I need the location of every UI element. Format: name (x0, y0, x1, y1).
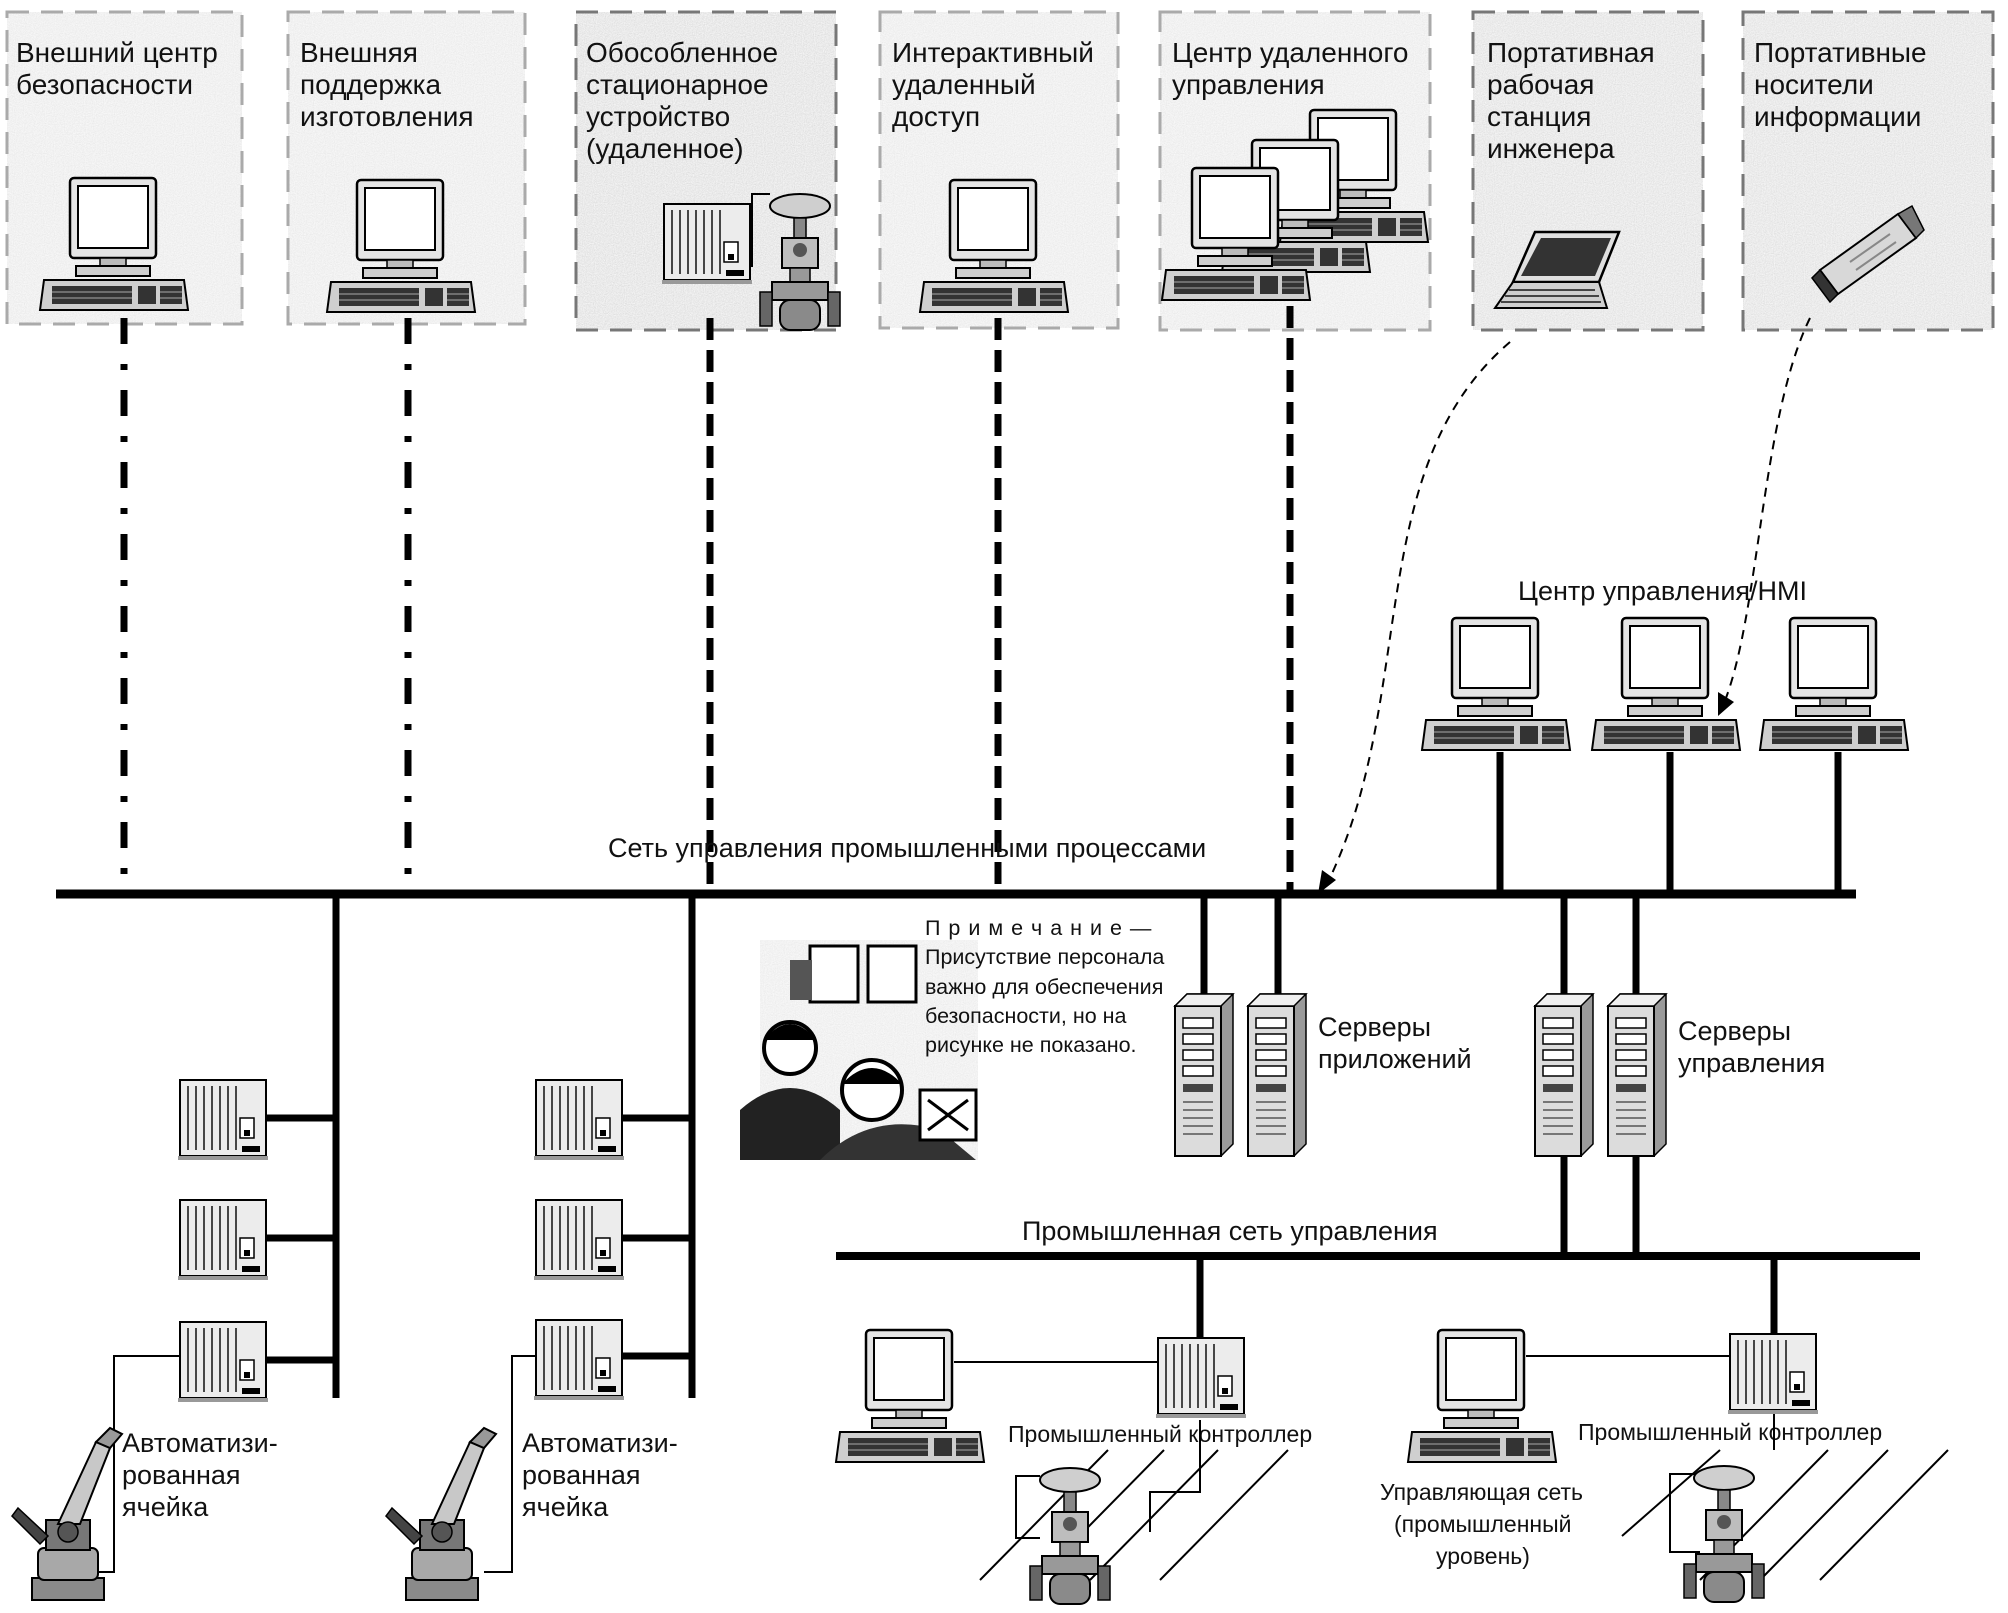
zone-label-4-line-1: Интерактивный (892, 37, 1094, 68)
zone-portable-media (1741, 10, 1995, 332)
laptop-link-arrow (1324, 341, 1511, 889)
controller-right-label: Промышленный контроллер (1578, 1419, 1882, 1445)
note-line-3: безопасности, но на (925, 1004, 1127, 1028)
process-network-label: Сеть управления промышленными процессами (608, 833, 1206, 863)
zone-label-3-line-4: (удаленное) (586, 133, 744, 164)
hmi-label: Центр управления/HMI (1518, 576, 1807, 606)
field-network-label-line-2: (промышленный (1394, 1511, 1572, 1537)
control-server-bus-links (1560, 1156, 1640, 1256)
field-network-label-line-3: уровень) (1436, 1543, 1530, 1569)
field-workstation-icon (1406, 1328, 1558, 1464)
zone-label-7-line-3: информации (1754, 101, 1921, 132)
control-valve-icon (1683, 1465, 1765, 1603)
field-workstation-icon (834, 1328, 986, 1464)
industrial-controller-icon (1727, 1333, 1819, 1415)
cell-right-label-line-2: рованная (522, 1460, 641, 1490)
app-server-links (1200, 894, 1282, 996)
robot-arm-icon (385, 1427, 497, 1601)
controller-icon (661, 203, 753, 285)
controller-left-label: Промышленный контроллер (1008, 1421, 1312, 1447)
cell-controller-icon (533, 1199, 625, 1281)
cell-left-label-line-3: ячейка (122, 1492, 209, 1522)
zone-label-6-line-1: Портативная (1487, 37, 1655, 68)
robot-link-left (92, 1355, 180, 1573)
cell-controller-icon (177, 1079, 269, 1161)
cell-controller-icon (533, 1319, 625, 1401)
control-network-label: Промышленная сеть управления (1022, 1216, 1438, 1246)
cell-controller-icon (533, 1079, 625, 1161)
cell-controller-icon (177, 1321, 269, 1403)
note-text: П р и м е ч а н и е — Присутствие персон… (925, 916, 1164, 1057)
hmi-workstation-icon (1590, 616, 1742, 752)
app-server-icon (1174, 993, 1234, 1157)
usb-link-arrow (1721, 317, 1811, 709)
industrial-controller-icon (1155, 1337, 1247, 1419)
note-line-2: важно для обеспечения (925, 975, 1163, 999)
field-network-label-line-1: Управляющая сеть (1380, 1479, 1583, 1505)
cell-left-label-line-2: рованная (122, 1460, 241, 1490)
control-servers-label-line-2: управления (1678, 1048, 1825, 1078)
app-server-icon (1247, 993, 1307, 1157)
usb-arrowhead (1718, 692, 1734, 716)
hmi-links (1496, 752, 1842, 894)
zone-label-3-line-3: устройство (586, 101, 730, 132)
robot-link-right (484, 1355, 536, 1573)
zone-label-2-line-1: Внешняя (300, 37, 418, 68)
cell-left-links (266, 894, 340, 1398)
zone-label-2-line-3: изготовления (300, 101, 474, 132)
hmi-workstation-icon (1758, 616, 1910, 752)
zone-label-7-line-1: Портативные (1754, 37, 1927, 68)
cell-left-label-line-1: Автоматизи- (122, 1428, 278, 1458)
remote-links (120, 306, 1294, 890)
cell-controller-icon (177, 1199, 269, 1281)
zone-label-3-line-1: Обособленное (586, 37, 778, 68)
zone-label-4-line-3: доступ (892, 101, 980, 132)
remote-device (661, 193, 841, 331)
control-valve-icon (1029, 1467, 1111, 1605)
zone-label-7-line-2: носители (1754, 69, 1874, 100)
control-server-links (1560, 894, 1640, 996)
note-title: П р и м е ч а н и е — (925, 916, 1152, 940)
note-line-1: Присутствие персонала (925, 945, 1164, 969)
zone-label-1-line-1: Внешний центр (16, 37, 218, 68)
robot-arm-icon (11, 1427, 123, 1601)
zone-label-5-line-1: Центр удаленного (1172, 37, 1408, 68)
zone-label-5-line-2: управления (1172, 69, 1325, 100)
note-line-4: рисунке не показано. (925, 1033, 1137, 1057)
control-server-icon (1534, 993, 1594, 1157)
zone-label-6-line-2: рабочая (1487, 69, 1594, 100)
cell-right-label-line-1: Автоматизи- (522, 1428, 678, 1458)
zone-label-2-line-2: поддержка (300, 69, 442, 100)
cell-right-label-line-3: ячейка (522, 1492, 609, 1522)
portable-links (1324, 317, 1811, 889)
zone-label-4-line-2: удаленный (892, 69, 1036, 100)
hmi-workstation-icon (1420, 616, 1572, 752)
zone-labels: Внешний центр безопасности Внешняя подде… (16, 37, 1927, 164)
control-server-icon (1607, 993, 1667, 1157)
cell-right-links (622, 894, 696, 1398)
app-servers-label-line-1: Серверы (1318, 1012, 1431, 1042)
controller-links (1196, 1256, 1778, 1340)
zone-label-1-line-2: безопасности (16, 69, 193, 100)
personnel-illustration (740, 940, 978, 1160)
app-servers-label-line-2: приложений (1318, 1044, 1472, 1074)
zone-label-6-line-4: инженера (1487, 133, 1615, 164)
control-servers-label-line-1: Серверы (1678, 1016, 1791, 1046)
zone-label-6-line-3: станция (1487, 101, 1591, 132)
field-network-right (1621, 1414, 1949, 1581)
zone-label-3-line-2: стационарное (586, 69, 769, 100)
laptop-arrowhead (1318, 870, 1336, 894)
